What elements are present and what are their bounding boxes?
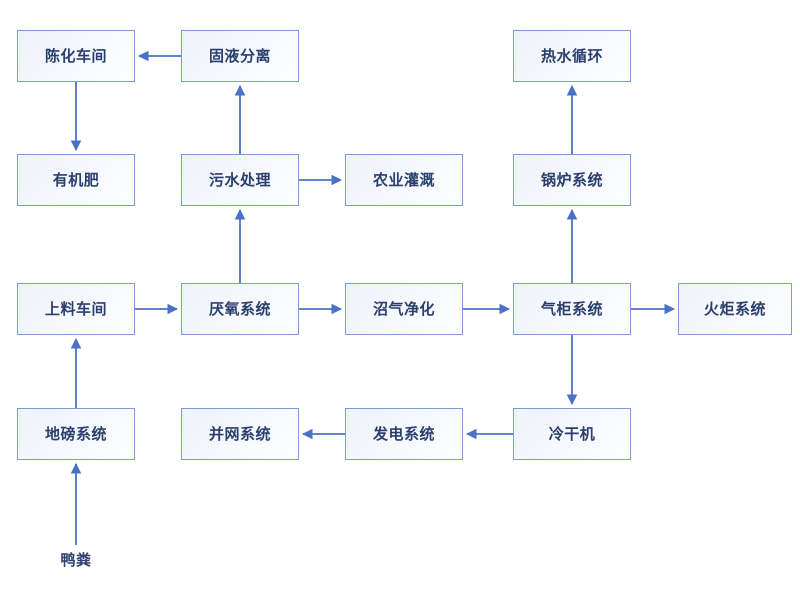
node-nongye-guangai[interactable]: 农业灌溉 (345, 154, 463, 206)
node-label: 固液分离 (208, 47, 271, 65)
node-chenhua-chejian[interactable]: 陈化车间 (17, 30, 135, 82)
node-zhaoqi-jinghua[interactable]: 沼气净化 (345, 283, 463, 335)
node-label: 上料车间 (44, 300, 107, 318)
node-qigui-xitong[interactable]: 气柜系统 (513, 283, 631, 335)
node-yanyang-xitong[interactable]: 厌氧系统 (181, 283, 299, 335)
node-label: 农业灌溉 (372, 171, 435, 189)
node-label: 厌氧系统 (208, 300, 271, 318)
node-wushui-chuli[interactable]: 污水处理 (181, 154, 299, 206)
node-label: 火炬系统 (703, 300, 766, 318)
node-label: 冷干机 (548, 425, 596, 443)
node-label: 热水循环 (540, 47, 603, 65)
node-guolu-xitong[interactable]: 锅炉系统 (513, 154, 631, 206)
node-label: 有机肥 (52, 171, 100, 189)
node-youjifei[interactable]: 有机肥 (17, 154, 135, 206)
node-reshui-xunhuan[interactable]: 热水循环 (513, 30, 631, 82)
node-dibang-xitong[interactable]: 地磅系统 (17, 408, 135, 460)
input-label-yafen: 鸭粪 (60, 551, 92, 569)
node-label: 发电系统 (372, 425, 435, 443)
node-label: 地磅系统 (44, 425, 107, 443)
node-label: 陈化车间 (44, 47, 107, 65)
node-shangliao-chejian[interactable]: 上料车间 (17, 283, 135, 335)
node-label: 污水处理 (208, 171, 271, 189)
node-label: 并网系统 (208, 425, 271, 443)
node-guye-fenli[interactable]: 固液分离 (181, 30, 299, 82)
node-label: 气柜系统 (540, 300, 603, 318)
node-bingwang-xitong[interactable]: 并网系统 (181, 408, 299, 460)
node-huoju-xitong[interactable]: 火炬系统 (678, 283, 792, 335)
node-lengganji[interactable]: 冷干机 (513, 408, 631, 460)
node-label: 沼气净化 (372, 300, 435, 318)
node-fadian-xitong[interactable]: 发电系统 (345, 408, 463, 460)
node-label: 锅炉系统 (540, 171, 603, 189)
